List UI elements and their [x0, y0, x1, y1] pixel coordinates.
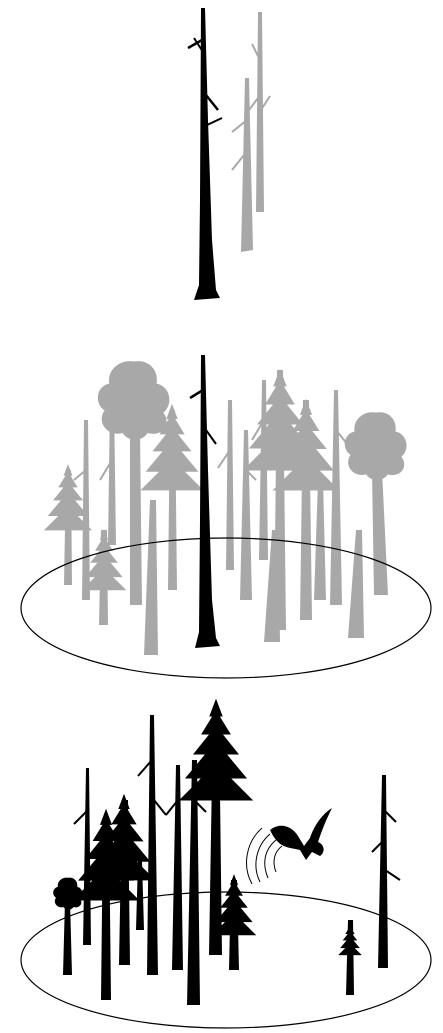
- focal-snag: [190, 355, 220, 648]
- grey-forest: [45, 362, 406, 655]
- panel-single-snag: [188, 8, 270, 300]
- bat-icon: [270, 808, 332, 860]
- panel-stand-with-bat: [21, 700, 431, 1028]
- snag-icon: [188, 8, 222, 300]
- panel-stand-with-plot: [21, 355, 431, 678]
- black-forest: [53, 700, 400, 1005]
- grey-snag: [232, 12, 270, 252]
